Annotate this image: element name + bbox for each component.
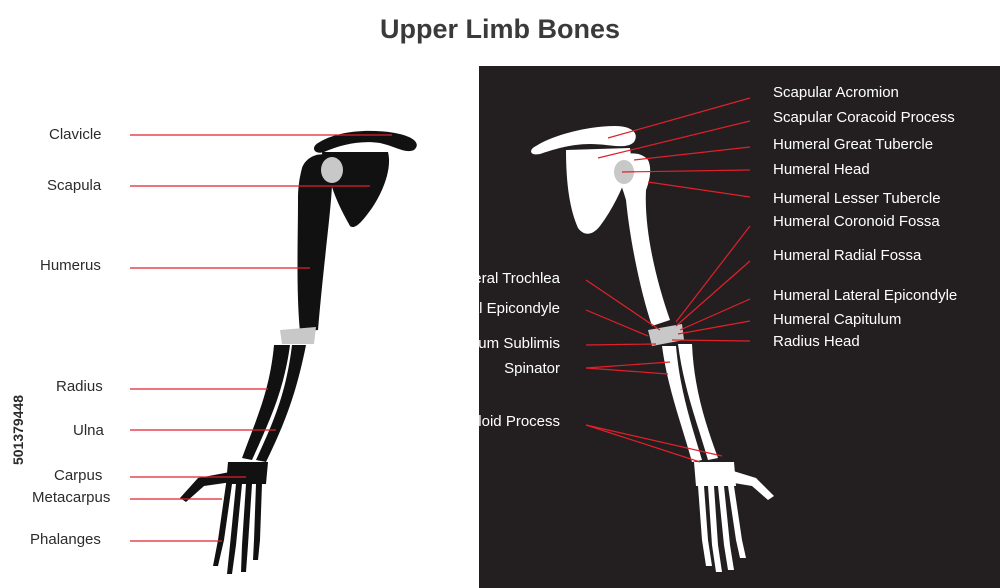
- label-humerus: Humerus: [40, 257, 101, 274]
- left-leader-lines: [130, 134, 392, 542]
- right-clavicle-bone: [531, 126, 636, 155]
- label-radius: Radius: [56, 378, 103, 395]
- label-carpus: Carpus: [54, 467, 103, 484]
- dark-panel: [479, 66, 1000, 588]
- right-finger-4: [728, 486, 746, 558]
- label-humeral-capitulum: Humeral Capitulum: [773, 311, 902, 328]
- label-scapular-acromion: Scapular Acromion: [773, 84, 899, 101]
- right-finger-3: [718, 486, 734, 570]
- right-elbow-joint: [648, 324, 684, 346]
- label-radius-head: Radius Head: [773, 333, 860, 350]
- label-humeral-coronoid-fossa: Humeral Coronoid Fossa: [773, 213, 940, 230]
- label-humeral-radial-fossa: Humeral Radial Fossa: [773, 247, 922, 264]
- label-ulna: Ulna: [73, 422, 104, 439]
- right-carpus-bones: [694, 462, 736, 486]
- left-thumb-bones: [180, 472, 232, 502]
- right-thumb-bones: [728, 470, 774, 500]
- left-finger-4: [253, 484, 262, 560]
- left-ulna-bone: [256, 345, 306, 462]
- label-humeral-lateral-epicondyle: Humeral Lateral Epicondyle: [773, 287, 958, 304]
- stock-id-watermark: 501379448: [6, 350, 30, 510]
- label-humeral-lesser-tubercle: Humeral Lesser Tubercle: [773, 190, 941, 207]
- left-humerus-bone: [297, 154, 336, 332]
- label-humeral-head: Humeral Head: [773, 161, 870, 178]
- left-humeral-head-joint: [321, 157, 343, 183]
- stock-id-text: 501379448: [10, 394, 26, 466]
- label-phalanges: Phalanges: [30, 531, 101, 548]
- left-clavicle-bone: [313, 130, 417, 153]
- label-styloid-process: Styloid Process: [456, 413, 560, 430]
- right-humerus-bone: [616, 153, 670, 326]
- left-finger-1: [213, 484, 232, 566]
- right-leader-lines: [597, 97, 751, 342]
- right-radius-bone: [662, 346, 702, 462]
- left-radius-bone: [242, 345, 290, 460]
- left-finger-2: [227, 484, 242, 574]
- left-finger-3: [241, 484, 252, 572]
- label-scapular-coracoid-process: Scapular Coracoid Process: [773, 109, 955, 126]
- right-arm-skeleton: [531, 126, 774, 572]
- label-humeral-medial-epicondyle: Humeral Medial Epicondyle: [377, 300, 560, 317]
- left-arm-skeleton: [180, 130, 417, 574]
- label-flexor-digitorum-sublimis: Flexor Digitorum Sublimis: [389, 335, 560, 352]
- label-humeral-trochlea: Humeral Trochlea: [441, 270, 560, 287]
- diagram-title: Upper Limb Bones: [379, 14, 621, 44]
- label-clavicle: Clavicle: [49, 126, 102, 143]
- label-scapula: Scapula: [47, 177, 102, 194]
- right-finger-1: [698, 486, 712, 566]
- right-finger-2: [708, 486, 722, 572]
- label-metacarpus: Metacarpus: [32, 489, 111, 506]
- label-humeral-great-tubercle: Humeral Great Tubercle: [773, 136, 934, 153]
- label-spinator: Spinator: [504, 360, 560, 377]
- left-elbow-joint: [280, 327, 316, 344]
- mid-leader-lines: [585, 279, 723, 463]
- right-ulna-bone: [678, 344, 718, 460]
- left-carpus-bones: [226, 462, 268, 484]
